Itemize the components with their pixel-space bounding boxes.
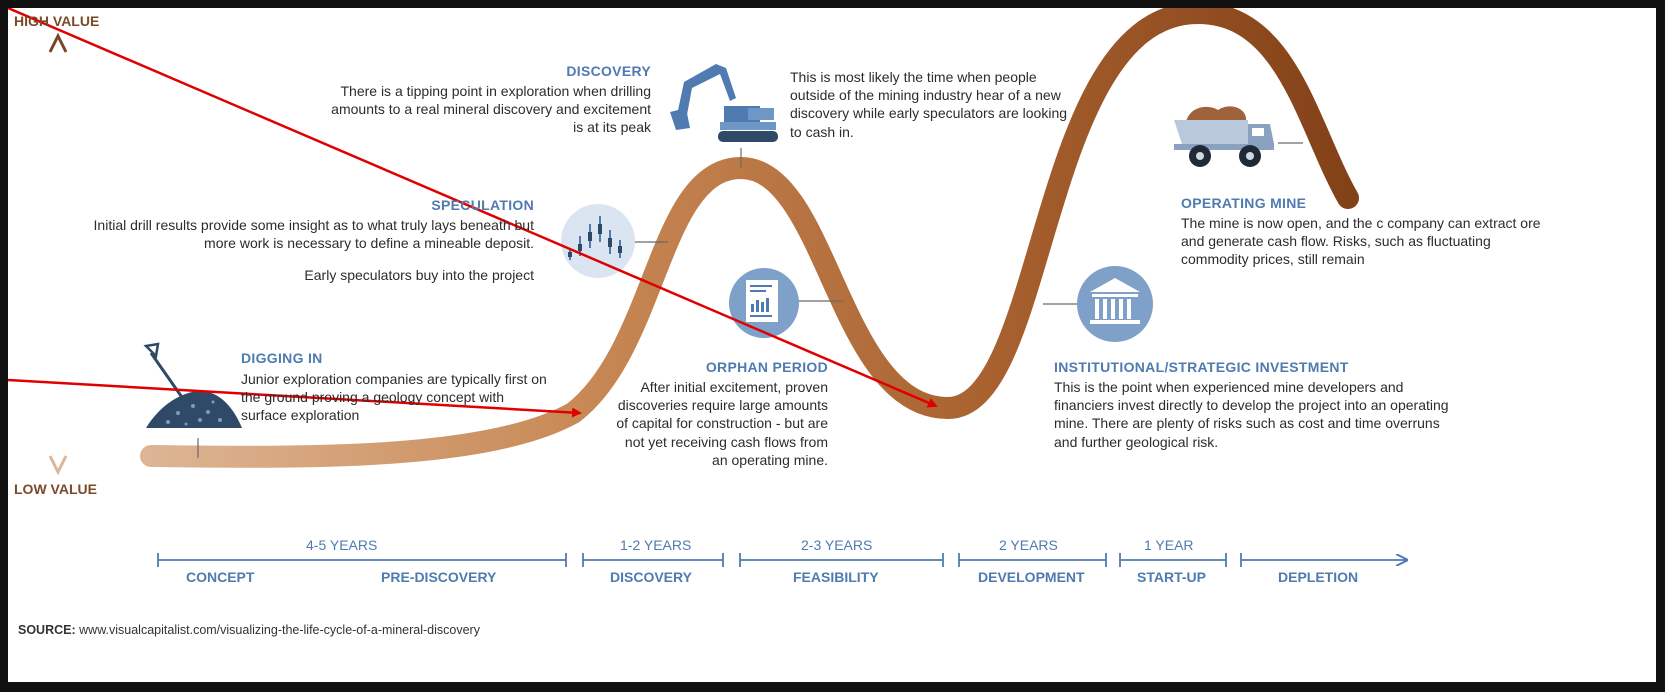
duration-development: 2 YEARS [999,537,1058,553]
infographic-canvas: HIGH VALUE LOW VALUE DISCOVERY There is … [8,8,1656,682]
high-value-label: HIGH VALUE [14,13,100,29]
orphan-period-title: ORPHAN PERIOD [705,359,828,375]
low-value-label: LOW VALUE [14,481,97,497]
phase-discovery: DISCOVERY [610,569,692,585]
bank-circle-icon [1077,266,1153,342]
connector-lines [197,142,1303,458]
annotation-arrows [8,8,938,418]
discovery-text: There is a tipping point in exploration … [331,83,651,136]
duration-concept-prediscovery: 4-5 YEARS [306,537,378,553]
phase-pre-discovery: PRE-DISCOVERY [381,569,497,585]
shovel-ore-pile-icon [143,342,242,428]
institutional-investment-title: INSTITUTIONAL/STRATEGIC INVESTMENT [1054,359,1349,375]
public-awareness-text: This is most likely the time when people… [790,69,1068,140]
speculation-text-2: Early speculators buy into the project [304,267,534,283]
diagram-graphics [8,8,1656,567]
duration-discovery: 1-2 YEARS [620,537,692,553]
source-label: SOURCE: [18,623,76,637]
phase-startup: START-UP [1137,569,1206,585]
speculation-title: SPECULATION [431,197,534,213]
duration-startup: 1 YEAR [1144,537,1194,553]
phase-depletion: DEPLETION [1278,569,1359,585]
life-cycle-curve [140,8,1359,468]
timeline-axis [157,553,1406,567]
report-circle-icon [729,268,799,338]
duration-feasibility: 2-3 YEARS [801,537,873,553]
phase-development: DEVELOPMENT [978,569,1085,585]
orphan-period-text: After initial excitement, proven discove… [616,379,828,468]
operating-mine-title: OPERATING MINE [1181,195,1307,211]
institutional-investment-text: This is the point when experienced mine … [1054,379,1449,450]
value-axis [48,32,68,476]
operating-mine-text: The mine is now open, and the c company … [1181,215,1541,268]
phase-feasibility: FEASIBILITY [793,569,879,585]
haul-truck-icon [1174,106,1274,167]
chart-circle-icon [561,204,635,278]
source-line: SOURCE: www.visualcapitalist.com/visuali… [18,622,480,638]
excavator-icon [670,64,778,142]
source-url: www.visualcapitalist.com/visualizing-the… [79,623,480,637]
digging-in-text: Junior exploration companies are typical… [241,371,547,424]
speculation-text: Initial drill results provide some insig… [93,217,534,252]
digging-in-title: DIGGING IN [241,350,323,366]
phase-concept: CONCEPT [186,569,255,585]
discovery-title: DISCOVERY [566,63,651,79]
